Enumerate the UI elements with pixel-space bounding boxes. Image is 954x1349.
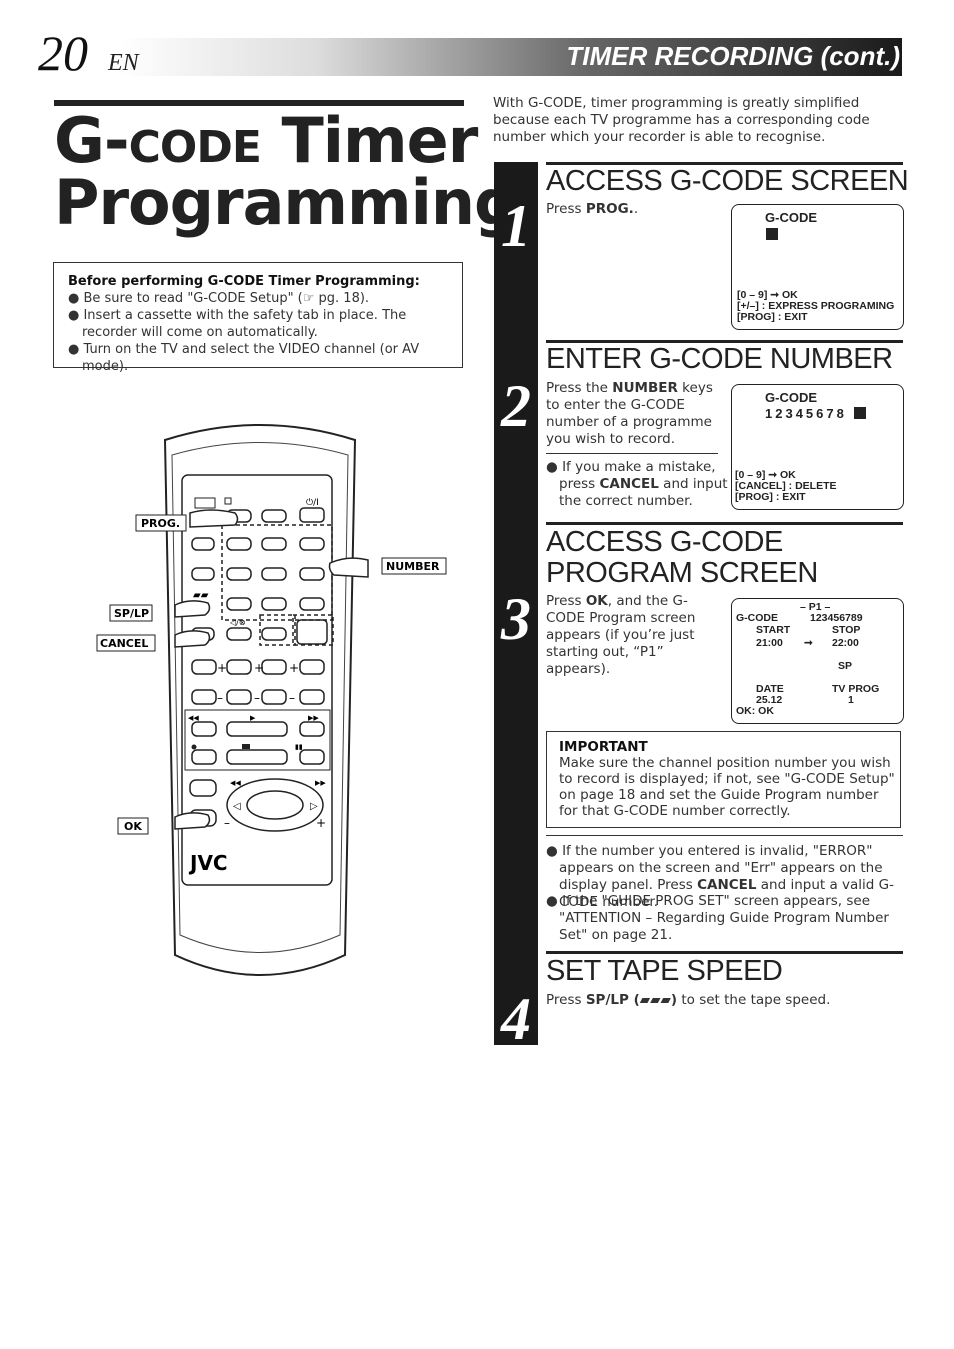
screen1-line1: [0 – 9] ➞ OK [737,289,798,301]
step2-rule [546,340,903,343]
step3-rule [546,522,903,525]
screen3-gcode-value: 123456789 [810,612,863,624]
page-title-line2: Programming [54,166,518,239]
header-bar [120,38,902,76]
screen3-gcode-label: G-CODE [736,612,778,624]
screen3-speed: SP [838,660,853,672]
step3-note: ● If the "GUIDE PROG SET" screen appears… [546,893,889,943]
screen2-digits: 12345678 [765,406,847,421]
step1-rule [546,162,903,165]
screen3-tvprog-value: 1 [848,694,854,706]
screen1-line2: [+/–] : EXPRESS PROGRAMING [737,300,895,312]
screen3-ok-line: OK: OK [736,705,774,717]
svg-text:–: – [224,816,230,830]
svg-text:▶▶: ▶▶ [308,714,319,722]
step3-divider [546,835,903,836]
remote-illustration: ⏻/I ▰▰ ◁/⊗ + + + – – – [96,424,447,976]
gcode-screen-1: G-CODE [0 – 9] ➞ OK [+/–] : EXPRESS PROG… [731,204,904,330]
title-rule [54,100,464,106]
svg-text:◀◀: ◀◀ [230,779,241,787]
svg-text:◁: ◁ [233,801,241,812]
screen3-stop-label: STOP [832,624,861,636]
svg-text:◀◀: ◀◀ [188,714,199,722]
step2-heading: ENTER G-CODE NUMBER [546,343,893,375]
screen3-start-time: 21:00 [756,637,783,649]
svg-text:+: + [217,661,227,675]
important-title: IMPORTANT [559,739,648,755]
cursor-block-icon [854,407,866,419]
screen1-title: G-CODE [765,210,817,225]
language-code: EN [108,50,139,76]
screen3-date-value: 25.12 [756,694,783,706]
screen3-tvprog-label: TV PROG [832,683,880,695]
page-title-line1: G-CODE Timer [54,104,478,177]
ok-label: OK [124,820,142,833]
step4-rule [546,951,903,954]
step2-text: Press the NUMBER keys to enter the G-COD… [546,380,713,447]
svg-text:–: – [289,691,295,705]
step2-note: ● If you make a mistake, press CANCEL an… [546,459,728,509]
important-text: Make sure the channel position number yo… [559,755,895,819]
step2-divider [546,453,718,454]
sp-lp-label: SP/LP [114,607,149,620]
screen2-line1: [0 – 9] ➞ OK [735,469,796,481]
before-item: ● Be sure to read "G-CODE Setup" (☞ pg. … [68,291,370,306]
step1-text: Press PROG.. [546,201,639,217]
step1-heading: ACCESS G-CODE SCREEN [546,165,909,197]
before-title: Before performing G-CODE Timer Programmi… [68,274,420,289]
svg-text:◁/⊗: ◁/⊗ [229,618,246,627]
svg-text:⏻/I: ⏻/I [306,497,319,508]
number-label: NUMBER [386,560,440,573]
arrow-right-icon: ➞ [804,637,813,649]
svg-text:▰▰: ▰▰ [193,590,209,601]
svg-text:+: + [289,661,299,675]
screen3-p1: – P1 – [800,601,831,613]
section-title: TIMER RECORDING (cont.) [566,41,900,71]
brand-logo: JVC [188,851,228,875]
step3-note: ● If the number you entered is invalid, … [546,843,895,910]
step-number-4: 4 [501,986,531,1052]
screen1-line3: [PROG] : EXIT [737,311,808,323]
screen3-stop-time: 22:00 [832,637,859,649]
svg-text:–: – [254,691,260,705]
svg-text:▶▶: ▶▶ [315,779,326,787]
screen2-line3: [PROG] : EXIT [735,491,806,503]
screen3-date-label: DATE [756,683,784,695]
before-item: ● Turn on the TV and select the VIDEO ch… [68,342,420,374]
step3-text: Press OK, and the G-CODE Program screen … [546,593,696,677]
before-item: ● Insert a cassette with the safety tab … [68,308,407,340]
gcode-program-screen: – P1 – G-CODE 123456789 START STOP 21:00… [731,598,904,724]
svg-text:▶: ▶ [250,714,256,722]
screen2-line2: [CANCEL] : DELETE [735,480,837,492]
svg-text:+: + [316,816,326,830]
cursor-block-icon [766,228,778,240]
step-number-3: 3 [501,586,531,652]
step-number-1: 1 [501,193,531,259]
step-column [494,162,538,1045]
screen3-start-label: START [756,624,791,636]
step4-heading: SET TAPE SPEED [546,955,783,987]
step-number-2: 2 [501,373,531,439]
prog-label: PROG. [141,517,180,530]
svg-text:▮▮: ▮▮ [295,743,303,751]
page-number: 20 [38,25,88,81]
cancel-label: CANCEL [100,637,148,650]
step3-heading-line1: ACCESS G-CODE [546,526,783,558]
before-box: Before performing G-CODE Timer Programmi… [53,262,463,374]
step4-text: Press SP/LP (▰▰▰) to set the tape speed. [546,992,831,1008]
svg-text:+: + [254,661,264,675]
screen2-title: G-CODE [765,390,817,405]
important-box: IMPORTANT Make sure the channel position… [546,731,901,828]
svg-text:▷: ▷ [310,801,318,812]
intro-text: With G-CODE, timer programming is greatl… [493,95,870,145]
gcode-screen-2: G-CODE 12345678 [0 – 9] ➞ OK [CANCEL] : … [731,384,904,510]
step3-heading-line2: PROGRAM SCREEN [546,557,818,589]
svg-text:–: – [217,691,223,705]
